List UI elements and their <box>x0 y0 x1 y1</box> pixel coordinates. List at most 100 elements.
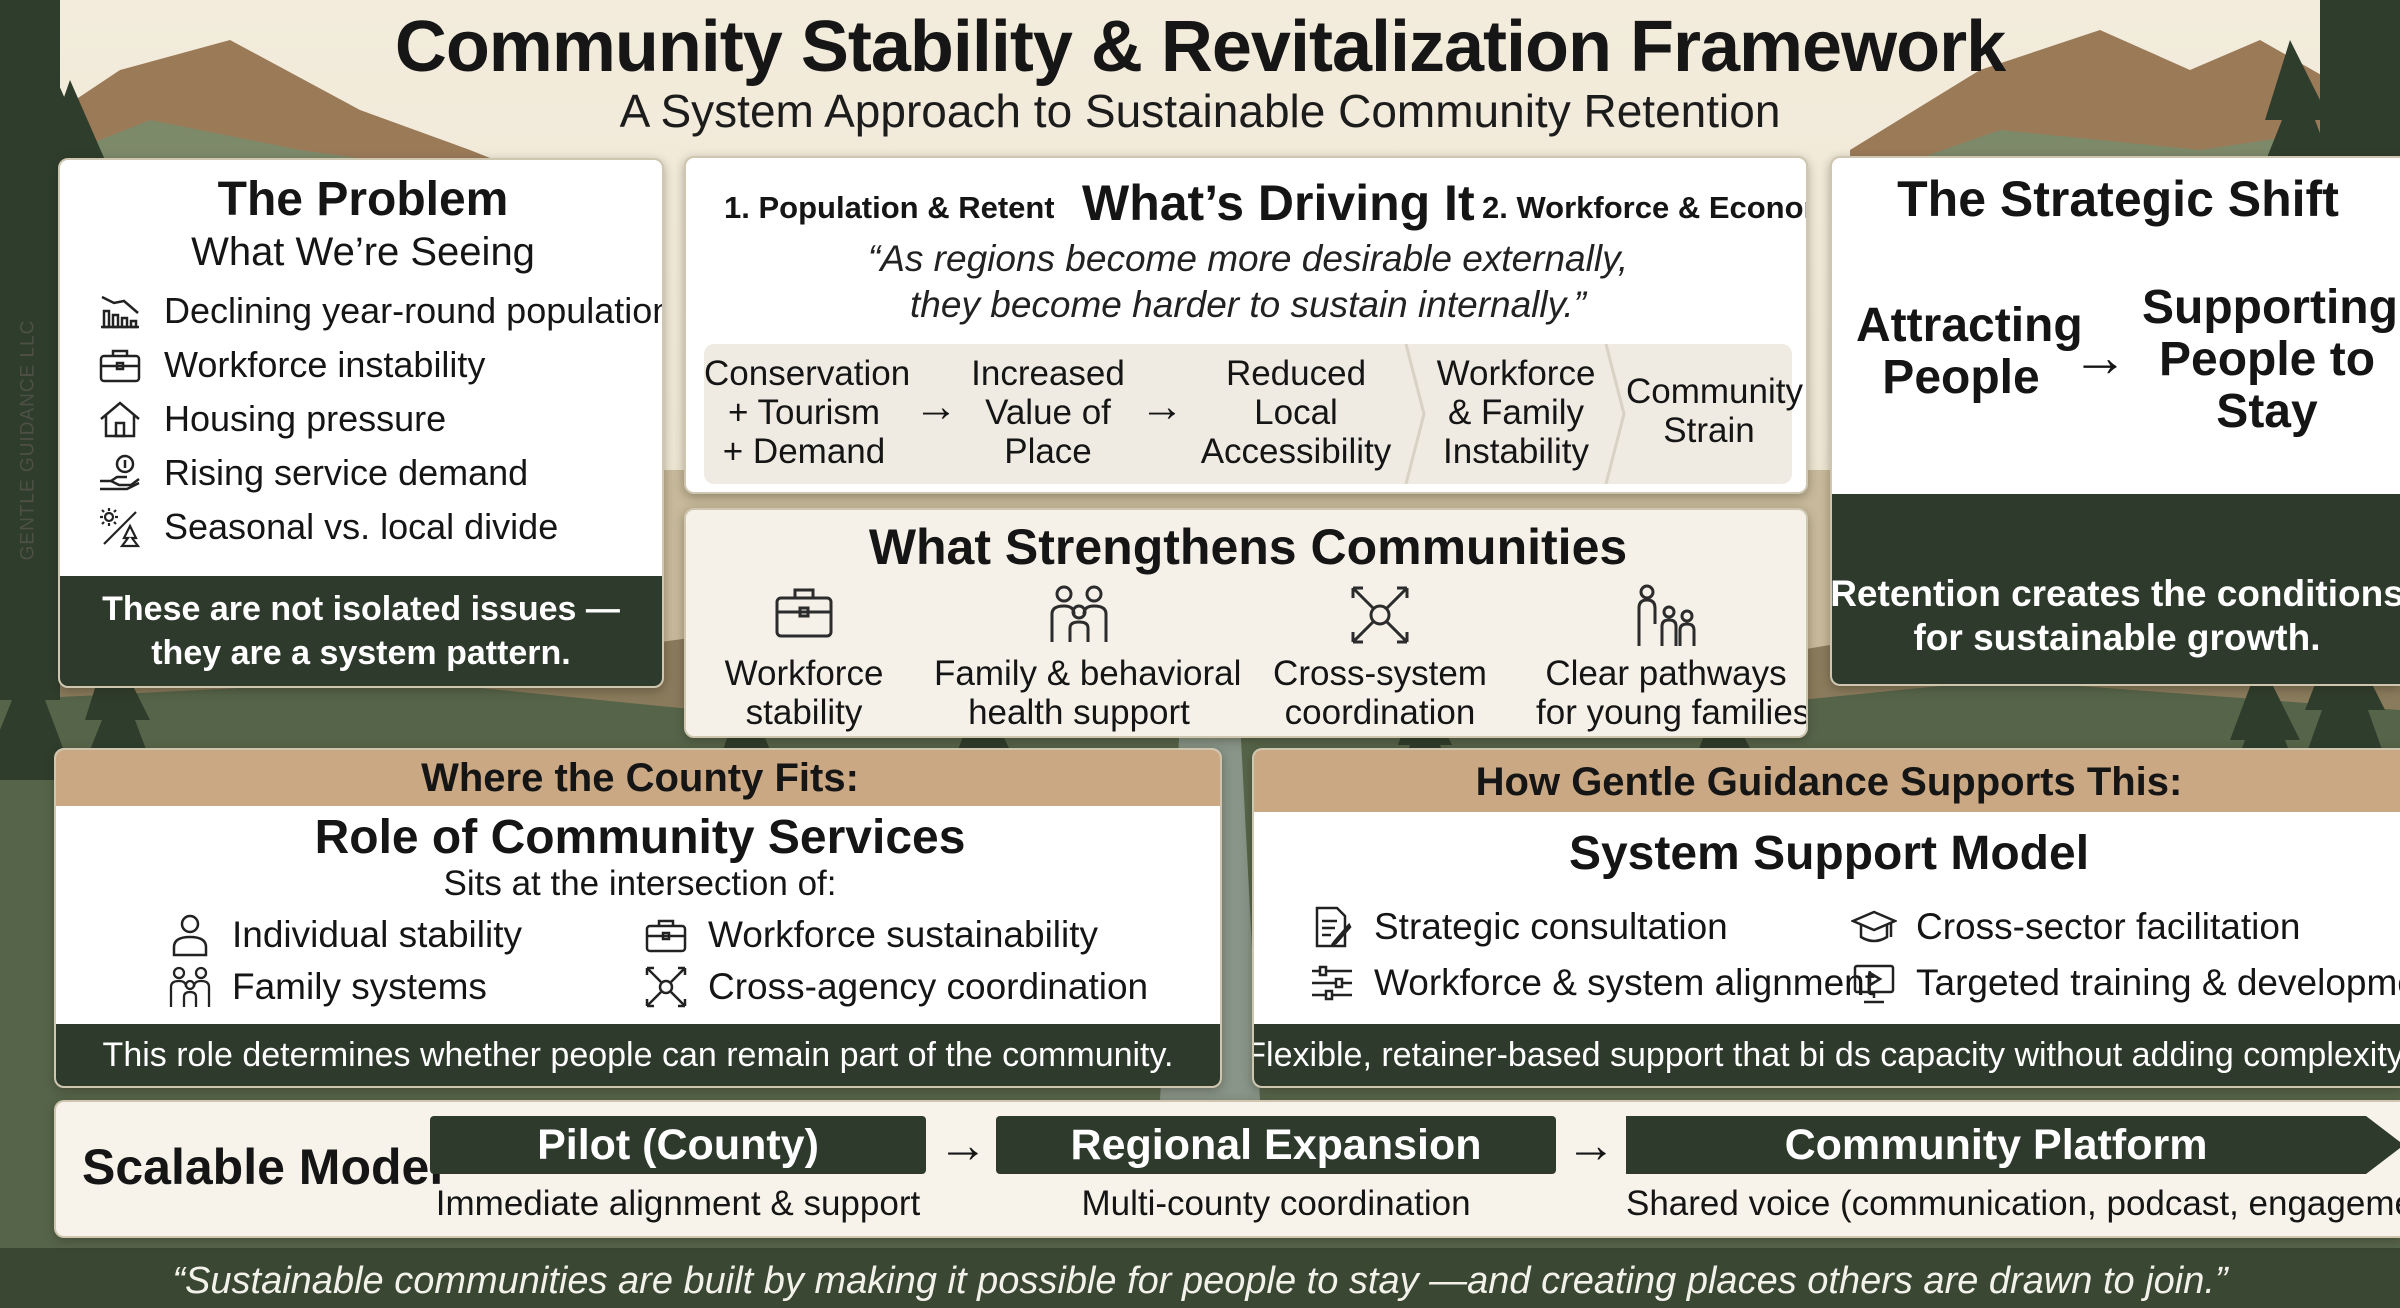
strength-label: Family & behavioral <box>934 654 1242 693</box>
chevron-divider-icon <box>1604 344 1626 484</box>
network-icon <box>642 964 690 1010</box>
stage-platform: Community Platform <box>1784 1120 2208 1169</box>
gentle-footer-text: Flexible, retainer-based support that bi… <box>1252 1035 2400 1074</box>
county-item-label: Family systems <box>232 966 487 1007</box>
gentle-item-label: Workforce & system alignment <box>1374 962 1876 1003</box>
scalable-model-label: Scalable Model <box>82 1139 444 1195</box>
county-header: Where the County Fits: <box>421 756 859 800</box>
gentle-item: Workforce & system alignment <box>1308 958 1875 1008</box>
problem-card: The Problem What We’re Seeing Declining … <box>58 158 664 688</box>
county-footer-bar: This role determines whether people can … <box>56 1024 1220 1086</box>
driver-step-line: Value of <box>985 393 1111 432</box>
county-item-label: Workforce sustainability <box>708 914 1099 955</box>
strategic-shift-card: The Strategic Shift Attracting People → … <box>1830 156 2400 686</box>
stage-regional-sub: Multi-county coordination <box>1081 1184 1471 1223</box>
scalable-model-card: Scalable Model Pilot (County) Immediate … <box>54 1100 2400 1238</box>
driving-card: 1. Population & Retentio What’s Driving … <box>684 156 1808 494</box>
driving-quote-line1: “As regions become more desirable extern… <box>867 238 1629 279</box>
shift-to-line: Supporting <box>2142 281 2398 334</box>
arrow-right-icon: → <box>914 382 958 431</box>
strength-item: Clear pathways for young families <box>1536 584 1808 732</box>
shift-summary-bar: Retention creates the conditions for sus… <box>1832 494 2400 684</box>
strength-label: Workforce <box>724 654 884 693</box>
gentle-item: Cross-sector facilitation <box>1850 902 2301 952</box>
gentle-item: Targeted training & development <box>1850 958 2400 1008</box>
page-title: Community Stability & Revitalization Fra… <box>394 7 2006 87</box>
driver-step-line: Conservation <box>704 354 911 393</box>
strength-label: coordination <box>1284 693 1476 732</box>
family-icon <box>166 964 214 1010</box>
driving-quote-line2: they become harder to sustain internally… <box>910 284 1586 325</box>
county-item: Individual stability <box>166 910 522 960</box>
county-item: Family systems <box>166 962 487 1012</box>
county-footer-text: This role determines whether people can … <box>102 1035 1174 1074</box>
county-item: Workforce sustainability <box>642 910 1098 960</box>
side-brand-text: GENTLE GUIDANCE LLC <box>17 319 39 561</box>
shift-from: Attracting People <box>1856 299 2083 404</box>
arrow-right-icon: → <box>2072 325 2128 388</box>
driver-step-line: Workforce <box>1436 354 1596 393</box>
graduation-cap-icon <box>1850 904 1898 950</box>
problem-item-label: Workforce instability <box>164 344 486 385</box>
problem-summary-bar: These are not isolated issues — they are… <box>60 576 662 686</box>
stage-platform-arrow-shape <box>1626 1116 2400 1174</box>
shift-summary-line1: Retention creates the conditions <box>1830 573 2400 614</box>
county-title: Role of Community Services <box>314 811 966 864</box>
shift-from-line: Attracting <box>1856 299 2083 352</box>
shift-to-line: Stay <box>2216 385 2318 438</box>
problem-item: Workforce instability <box>96 340 485 390</box>
gentle-header-band <box>1254 750 2400 812</box>
driver-step-line: Reduced <box>1225 354 1367 393</box>
stage-platform-sub: Shared voice (communication, podcast, en… <box>1626 1184 2400 1223</box>
driving-quote: “As regions become more desirable extern… <box>686 236 1806 328</box>
problem-subtitle: What We’re Seeing <box>191 230 535 274</box>
driver-step-line: Local <box>1254 393 1338 432</box>
driver-step: Reduced Local Accessibility <box>1186 354 1406 471</box>
strength-item: Cross-system coordination <box>1260 584 1500 732</box>
shift-to: Supporting People to Stay <box>2142 281 2398 438</box>
briefcase-icon <box>642 912 690 958</box>
strength-label: for young families <box>1536 693 1808 732</box>
problem-item-label: Rising service demand <box>164 452 529 493</box>
gentle-item-label: Cross-sector facilitation <box>1916 906 2301 947</box>
page-subtitle: A System Approach to Sustainable Communi… <box>619 85 1781 137</box>
problem-item: Rising service demand <box>96 448 528 498</box>
stage-pilot-sub: Immediate alignment & support <box>435 1184 921 1223</box>
county-item-label: Individual stability <box>232 914 522 955</box>
network-icon <box>1260 584 1500 648</box>
strength-label: health support <box>968 693 1190 732</box>
driving-right-label: 2. Workforce & Economy <box>1482 190 1806 225</box>
chevron-divider-icon <box>1404 344 1426 484</box>
driver-chain: Conservation + Tourism + Demand → Increa… <box>704 344 1803 484</box>
county-item-label: Cross-agency coordination <box>708 966 1149 1007</box>
problem-item-label: Seasonal vs. local divide <box>164 506 559 547</box>
gentle-item-label: Strategic consultation <box>1374 906 1728 947</box>
arrow-right-icon: → <box>1140 382 1184 431</box>
family-icon <box>934 584 1224 648</box>
gentle-footer-bar: Flexible, retainer-based support that bi… <box>1254 1024 2400 1086</box>
problem-summary-line1: These are not isolated issues — <box>102 590 620 628</box>
problem-item: Declining year-round population <box>96 286 664 336</box>
driver-step-line: Accessibility <box>1200 432 1392 471</box>
document-pen-icon <box>1308 904 1356 950</box>
strength-item: Workforce stability <box>704 584 904 732</box>
sun-tree-icon <box>96 504 144 550</box>
gentle-item: Strategic consultation <box>1308 902 1728 952</box>
gentle-header: How Gentle Guidance Supports This: <box>1475 760 2183 804</box>
county-card: Where the County Fits: Role of Community… <box>54 748 1222 1088</box>
shift-summary-line2: for sustainable growth. <box>1913 617 2321 658</box>
shift-to-line: People to <box>2158 333 2376 386</box>
arrow-right-icon: → <box>1566 1117 1616 1173</box>
problem-item: Seasonal vs. local divide <box>96 502 558 552</box>
strength-label: Cross-system <box>1273 654 1487 693</box>
driver-step-line: & Family <box>1447 393 1585 432</box>
county-subtitle: Sits at the intersection of: <box>443 864 837 903</box>
county-item: Cross-agency coordination <box>642 962 1148 1012</box>
driver-step-line: Community <box>1626 372 1803 411</box>
stage-regional: Regional Expansion <box>996 1116 1556 1174</box>
problem-summary-line2: they are a system pattern. <box>151 634 571 672</box>
stage-pilot: Pilot (County) <box>430 1116 926 1174</box>
driver-step: Community Strain <box>1626 372 1803 450</box>
driving-left-label: 1. Population & Retentio <box>724 190 1054 225</box>
problem-item-label: Declining year-round population <box>164 290 664 331</box>
